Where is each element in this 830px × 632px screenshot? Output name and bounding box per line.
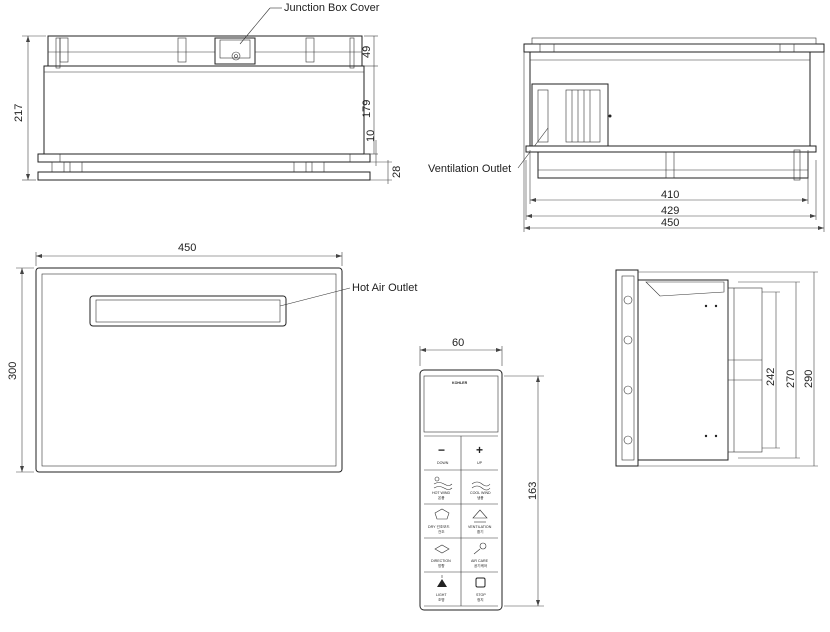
junction-box-cover [214,37,256,65]
control-panel [419,346,544,611]
plus-icon: + [476,443,483,457]
dim-28: 28 [391,166,403,178]
direction-ko-label: 방향 [438,563,445,568]
dim-10: 10 [365,130,377,142]
dim-60: 60 [452,337,464,349]
direction-icon [434,544,450,554]
junction-box-cover-label: Junction Box Cover [284,2,380,14]
light-icon [437,575,447,587]
cool-wind-icon [471,481,491,491]
dim-290: 290 [803,370,815,388]
side-view [517,37,825,232]
dim-410: 410 [661,189,679,201]
dry-icon [434,508,450,520]
dim-270: 270 [785,370,797,388]
light-label: LIGHT [436,593,447,597]
air-care-label: AIR CARE [471,559,489,563]
dim-300: 300 [7,362,19,380]
dim-429: 429 [661,205,679,217]
down-label: DOWN [437,461,449,465]
light-ko-label: 조명 [438,597,445,602]
dry-ko-label: 건조 [438,529,445,534]
stop-label: STOP [476,593,486,597]
cool-wind-label: COOL WIND [470,491,491,495]
front-view [22,7,392,184]
up-label: UP [477,461,483,465]
stop-ko-label: 정지 [477,597,484,602]
ventilation-icon [472,509,488,523]
dim-49: 49 [361,46,373,58]
ventilation-outlet [531,83,609,149]
dim-450-top: 450 [178,242,196,254]
cool-wind-ko-label: 냉풍 [477,495,484,500]
dim-450-side: 450 [661,217,679,229]
brand-logo-text: KOHLER [452,381,468,385]
end-view [615,269,818,467]
stop-icon [475,577,486,588]
ventilation-label: VENTILATION [468,525,492,529]
ventilation-ko-label: 환기 [477,529,484,534]
dim-217: 217 [13,104,25,122]
air-care-icon [473,542,487,555]
minus-icon: − [438,443,445,457]
direction-label: DIRECTION [431,559,451,563]
hot-air-outlet-label: Hot Air Outlet [352,282,417,294]
dim-242: 242 [765,368,777,386]
hot-wind-icon [433,476,453,490]
dry-label: DRY 건조모드 [428,524,450,529]
dim-163: 163 [527,482,539,500]
ventilation-outlet-label: Ventilation Outlet [428,163,511,175]
top-view [16,252,351,473]
hot-wind-ko-label: 온풍 [438,496,445,500]
air-care-ko-label: 공기케어 [474,563,487,568]
dim-179: 179 [361,100,373,118]
hot-wind-label: HOT WIND [432,491,451,495]
hot-air-outlet [89,295,287,327]
